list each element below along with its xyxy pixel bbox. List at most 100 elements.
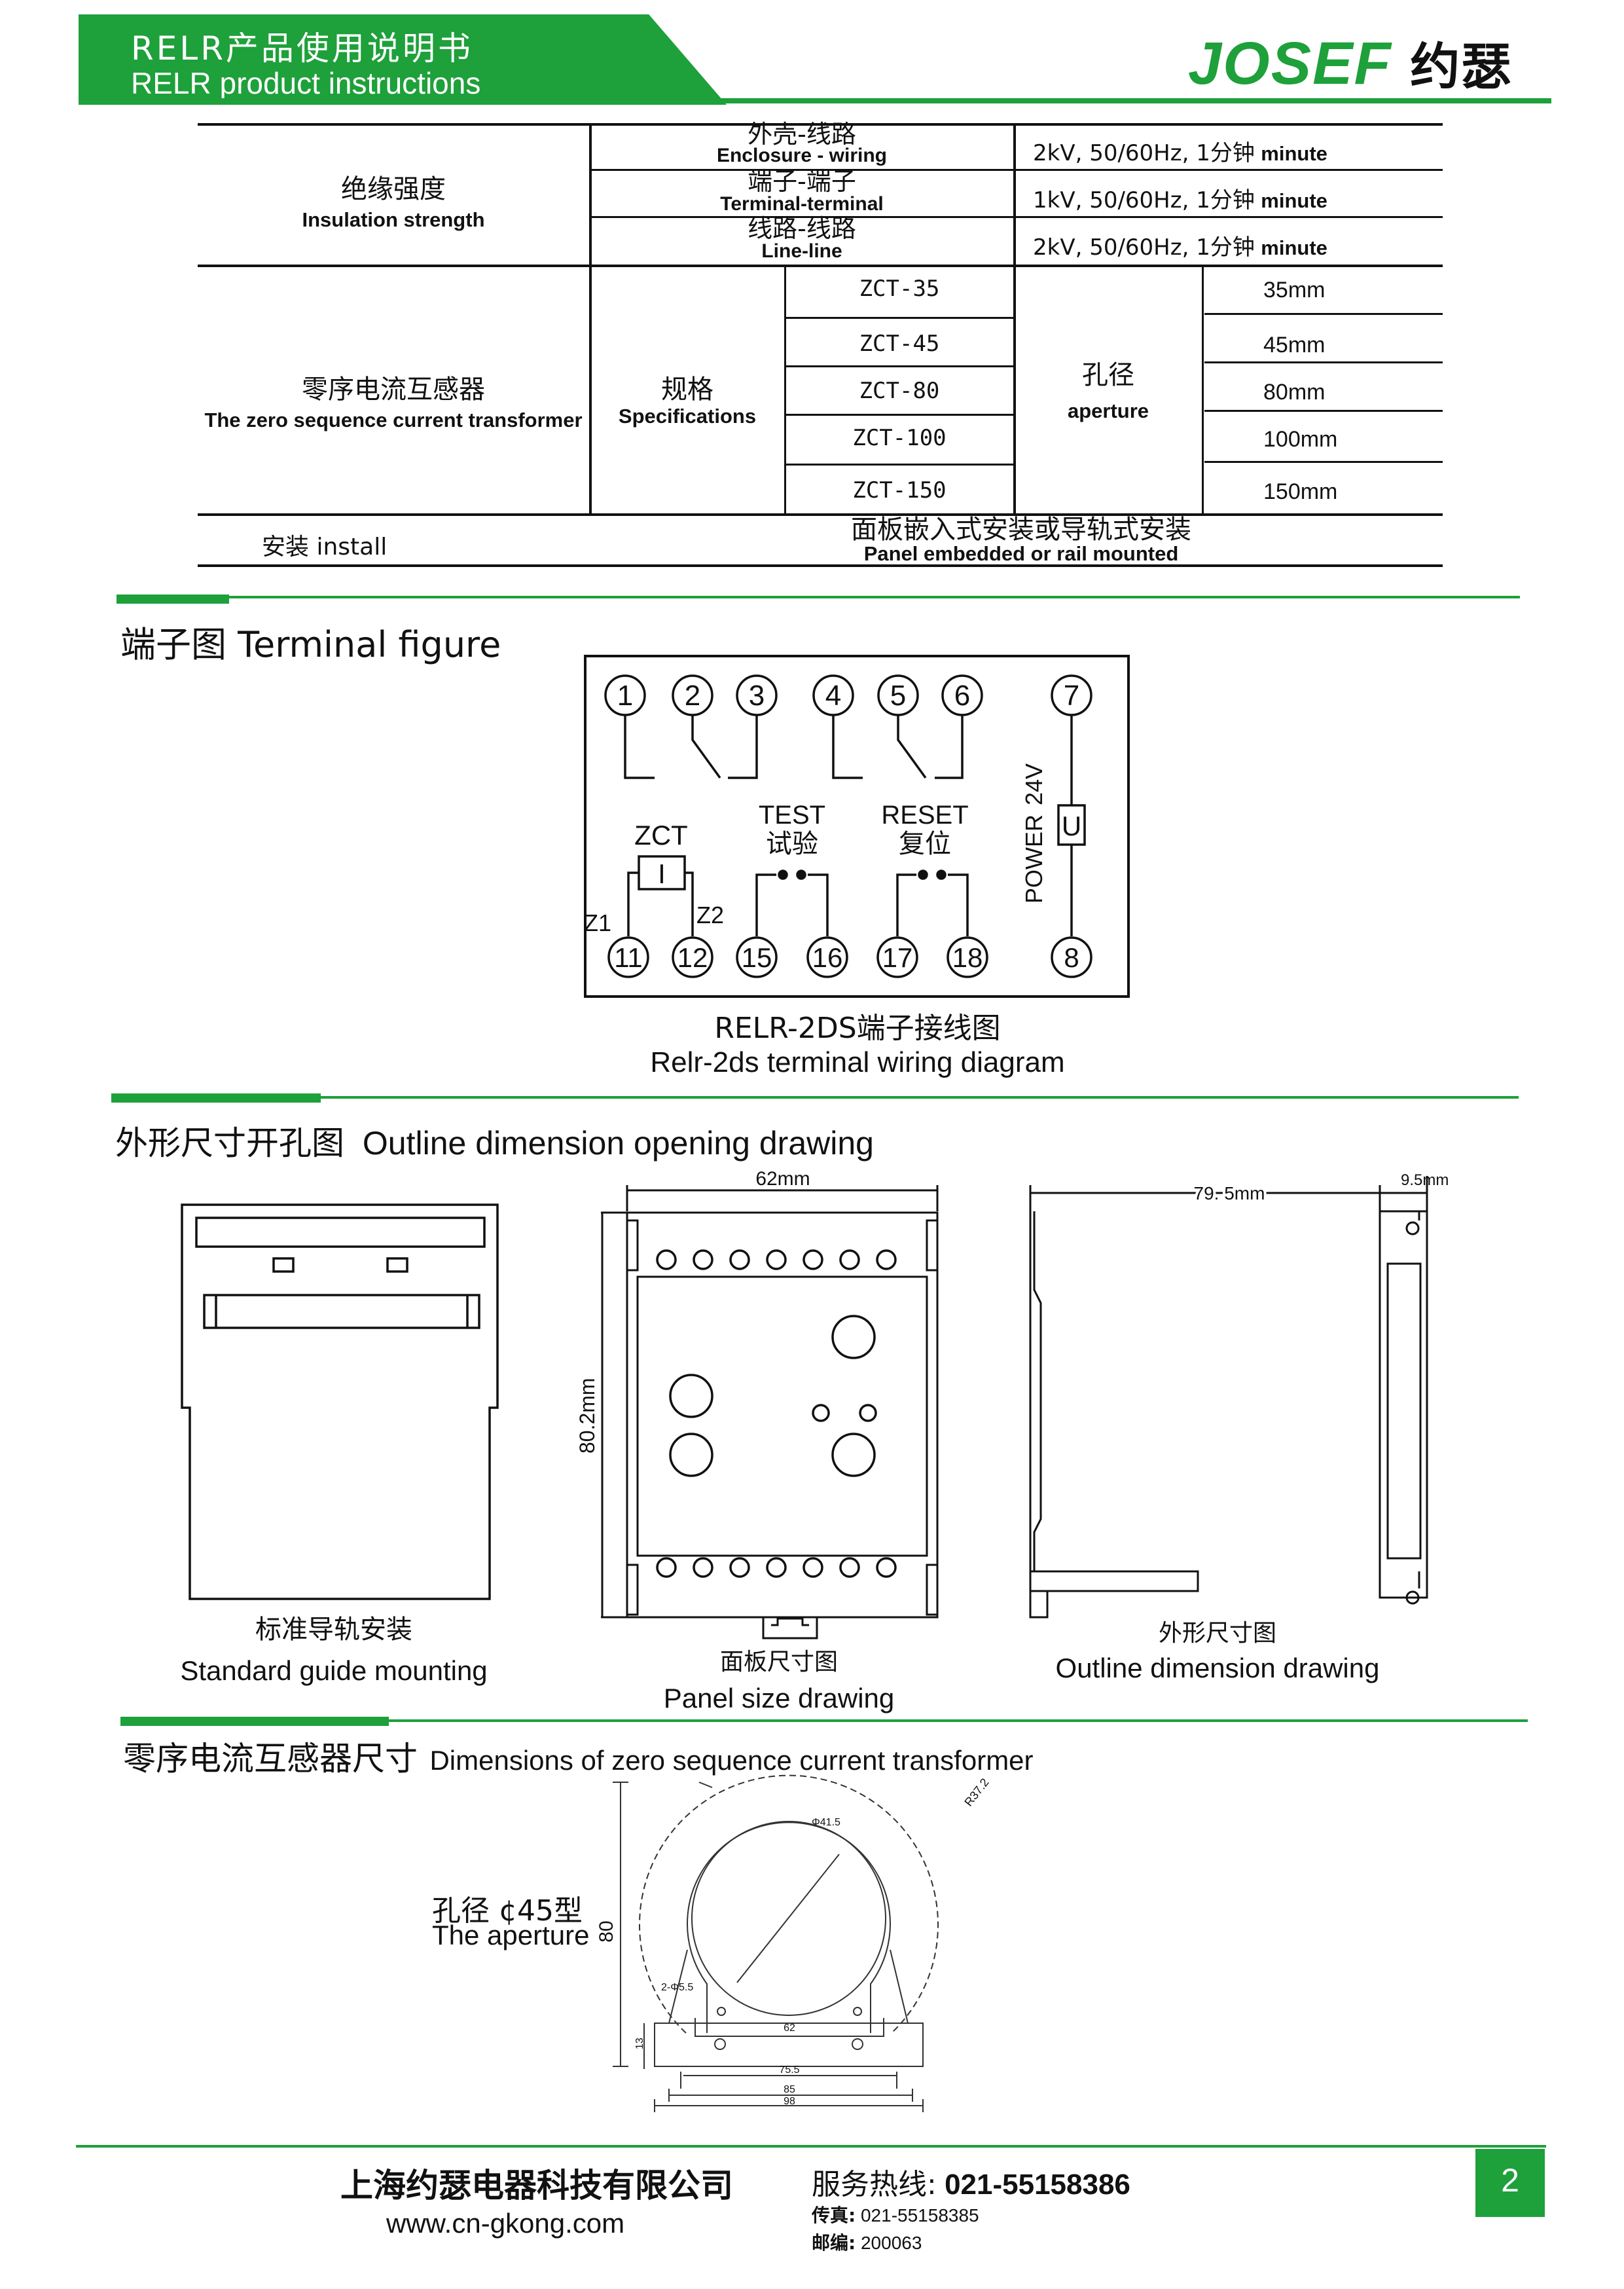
header-rule: [79, 98, 1551, 103]
zct-wires: [627, 871, 694, 936]
ct-dim-hole: Φ41.5: [812, 1817, 840, 1828]
terminal-4-label: 4: [825, 680, 841, 712]
panel-size-drawing: 62mm 80.2mm: [575, 1168, 939, 1639]
table-rule: [590, 216, 1443, 218]
outline-heading: 外形尺寸开孔图 Outline dimension opening drawin…: [115, 1117, 874, 1164]
relay-contacts: [624, 715, 1073, 936]
terminal-11: [607, 936, 649, 978]
header-banner: [79, 14, 727, 105]
side-offset-label: 9.5mm: [1401, 1171, 1449, 1189]
panel-caption-cn: 面板尺寸图: [719, 1649, 838, 1676]
ct-dim-75: 75.5: [779, 2064, 799, 2076]
terminal-16: [806, 936, 848, 978]
power-box-label: U: [1062, 811, 1081, 841]
ct-label-en: The zero sequence current transformer: [204, 409, 583, 431]
ct-dim-height: 80: [596, 1920, 617, 1942]
relay-2-switch: [897, 715, 927, 779]
top-terminals: [604, 674, 1092, 716]
table-rule: [198, 123, 1443, 126]
terminal-17-label: 17: [882, 942, 913, 973]
table-rule: [198, 564, 1443, 567]
terminal-7-label: 7: [1064, 680, 1079, 712]
ct-model: ZCT-100: [852, 425, 947, 451]
terminal-3-label: 3: [749, 680, 765, 712]
terminal-15-label: 15: [742, 942, 772, 973]
terminal-8-label: 8: [1064, 942, 1079, 973]
panel-height-label: 80.2mm: [575, 1378, 599, 1454]
terminal-18-label: 18: [952, 942, 983, 973]
ct-dim-98: 98: [784, 2096, 795, 2107]
zct-box-label: I: [658, 858, 666, 889]
table-rule: [590, 169, 1443, 171]
aperture-size: 150mm: [1263, 479, 1338, 504]
insulation-value-text: 2kV, 50/60Hz, 1分钟: [1033, 234, 1255, 261]
fax-number: 021-55158385: [860, 2205, 979, 2225]
test-label-cn: 试验: [766, 829, 818, 859]
terminal-15: [736, 936, 778, 978]
relay-2-contact: [832, 715, 863, 779]
relay-1-contact: [624, 715, 655, 779]
page-number: 2: [1501, 2162, 1519, 2199]
reset-label-cn: 复位: [899, 829, 951, 859]
table-rule: [1013, 123, 1016, 515]
page-number-box: [1475, 2149, 1545, 2217]
outline-heading-en: Outline dimension opening drawing: [362, 1125, 874, 1162]
reset-label-en: RESET: [881, 801, 968, 830]
insulation-value-text: 1kV, 50/60Hz, 1分钟: [1033, 187, 1255, 213]
terminal-frame: [584, 655, 1130, 998]
table-rule: [198, 265, 1443, 267]
install-label: 安装 install: [262, 534, 388, 560]
ct-dim-base-h: 13: [634, 2038, 645, 2049]
install-value-cn: 面板嵌入式安装或导轨式安装: [851, 515, 1191, 545]
test-label-en: TEST: [759, 801, 825, 830]
pushbutton-contacts: [755, 870, 969, 936]
section-divider: [111, 1096, 1519, 1099]
terminal-caption-en: Relr-2ds terminal wiring diagram: [650, 1046, 1065, 1078]
table-rule: [1204, 361, 1443, 363]
terminal-5-label: 5: [890, 680, 906, 712]
insulation-label-cn: 绝缘强度: [341, 174, 446, 204]
terminal-8: [1051, 936, 1092, 978]
ct-heading-en: Dimensions of zero sequence current tran…: [429, 1745, 1034, 1776]
footer-website: www.cn-gkong.com: [386, 2208, 625, 2239]
guide-caption-cn: 标准导轨安装: [255, 1615, 412, 1645]
terminal-2-label: 2: [685, 680, 700, 712]
terminal-6-label: 6: [954, 680, 970, 712]
footer-fax: 传真: 021-55158385: [812, 2201, 979, 2227]
aperture-size: 80mm: [1263, 380, 1326, 405]
footer-divider: [76, 2145, 1546, 2148]
table-rule: [589, 123, 592, 515]
postcode-label: 邮编:: [812, 2232, 856, 2254]
postcode-number: 200063: [860, 2233, 922, 2253]
terminal-12-label: 12: [677, 942, 708, 973]
footer-company: 上海约瑟电器科技有限公司: [340, 2167, 733, 2205]
insulation-label-en: Insulation strength: [302, 208, 485, 231]
fax-label: 传真:: [812, 2205, 856, 2226]
ct-model: ZCT-35: [859, 276, 940, 302]
guide-caption-en: Standard guide mounting: [180, 1655, 488, 1686]
terminal-heading: 端子图 Terminal figure: [120, 624, 501, 665]
terminal-1-label: 1: [617, 680, 633, 712]
insulation-value-unit: minute: [1261, 142, 1327, 165]
table-rule: [1202, 265, 1204, 515]
z1-label: Z1: [584, 909, 611, 936]
ct-dim-mount-hole: 2-Φ5.5: [661, 1982, 693, 1993]
brand-logo-latin: JOSEF: [1188, 30, 1392, 97]
insulation-value: 2kV, 50/60Hz, 1分钟 minute: [1033, 135, 1327, 167]
terminal-18: [947, 936, 988, 978]
terminal-16-label: 16: [812, 942, 843, 973]
insulation-item-cn: 端子-端子: [748, 167, 856, 196]
terminal-12: [672, 936, 713, 978]
zct-label: ZCT: [634, 820, 688, 851]
power-box: [1057, 804, 1086, 846]
ct-heading-cn: 零序电流互感器尺寸: [123, 1740, 418, 1778]
table-rule: [785, 365, 1015, 367]
terminal-17: [876, 936, 918, 978]
ct-spec-en: Specifications: [618, 405, 757, 428]
table-rule: [1204, 313, 1443, 315]
ct-heading: 零序电流互感器尺寸 Dimensions of zero sequence cu…: [123, 1732, 1034, 1780]
section-divider: [117, 596, 1520, 598]
side-caption-en: Outline dimension drawing: [1055, 1653, 1380, 1683]
table-rule: [1204, 461, 1443, 463]
table-rule: [785, 414, 1015, 416]
